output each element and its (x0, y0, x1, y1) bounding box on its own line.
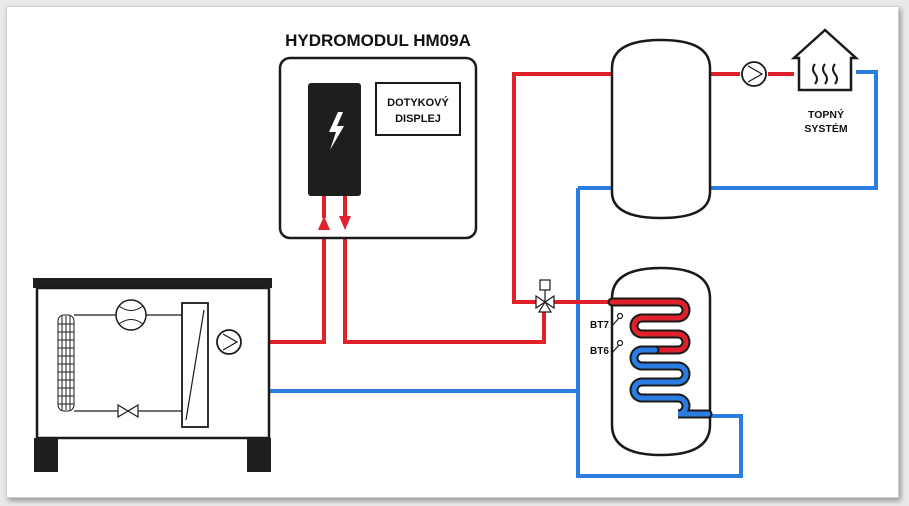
down-arrow-icon (339, 216, 351, 230)
sensor-bt6-icon (616, 339, 624, 347)
hydromodul-title: HYDROMODUL HM09A (285, 31, 471, 50)
heating-system-label-2: SYSTÉM (804, 122, 847, 135)
sensor-bt6-label: BT6 (590, 346, 609, 357)
refrigerant-circuit (74, 314, 182, 412)
dhw-coil-return (631, 347, 711, 417)
house-icon (790, 28, 860, 92)
dhw-coil-supply (609, 299, 689, 353)
buffer-tank (610, 38, 712, 220)
supply-pipes (208, 72, 794, 344)
touch-display-label-1: DOTYKOVÝ (387, 96, 449, 109)
heat-pump-foot-left (34, 438, 58, 472)
evaporator-coil-icon (57, 314, 75, 412)
heat-waves-icon (812, 63, 838, 85)
supply-pipe-to-buffer (512, 72, 612, 304)
heat-pump-casing (35, 286, 271, 440)
touch-display-label-2: DISPLEJ (395, 113, 441, 125)
circulation-pump-icon (216, 329, 242, 355)
touch-display (375, 82, 461, 136)
heating-return-pipe (710, 70, 878, 190)
heat-pump-foot-right (247, 438, 271, 472)
sensor-bt7-icon (616, 312, 624, 320)
lightning-icon (329, 112, 344, 150)
sensor-bt7-label: BT7 (590, 320, 609, 331)
return-pipe-riser (576, 188, 743, 478)
expansion-valve-icon (117, 403, 139, 419)
heat-pump-roof (33, 278, 272, 288)
heating-circuit-pump-icon (741, 61, 767, 87)
compressor-icon (115, 299, 147, 331)
heating-system-label-1: TOPNÝ (808, 108, 844, 121)
supply-pipe-to-valve (343, 224, 546, 344)
up-arrow-icon (318, 216, 330, 230)
three-way-valve-icon (535, 279, 555, 313)
